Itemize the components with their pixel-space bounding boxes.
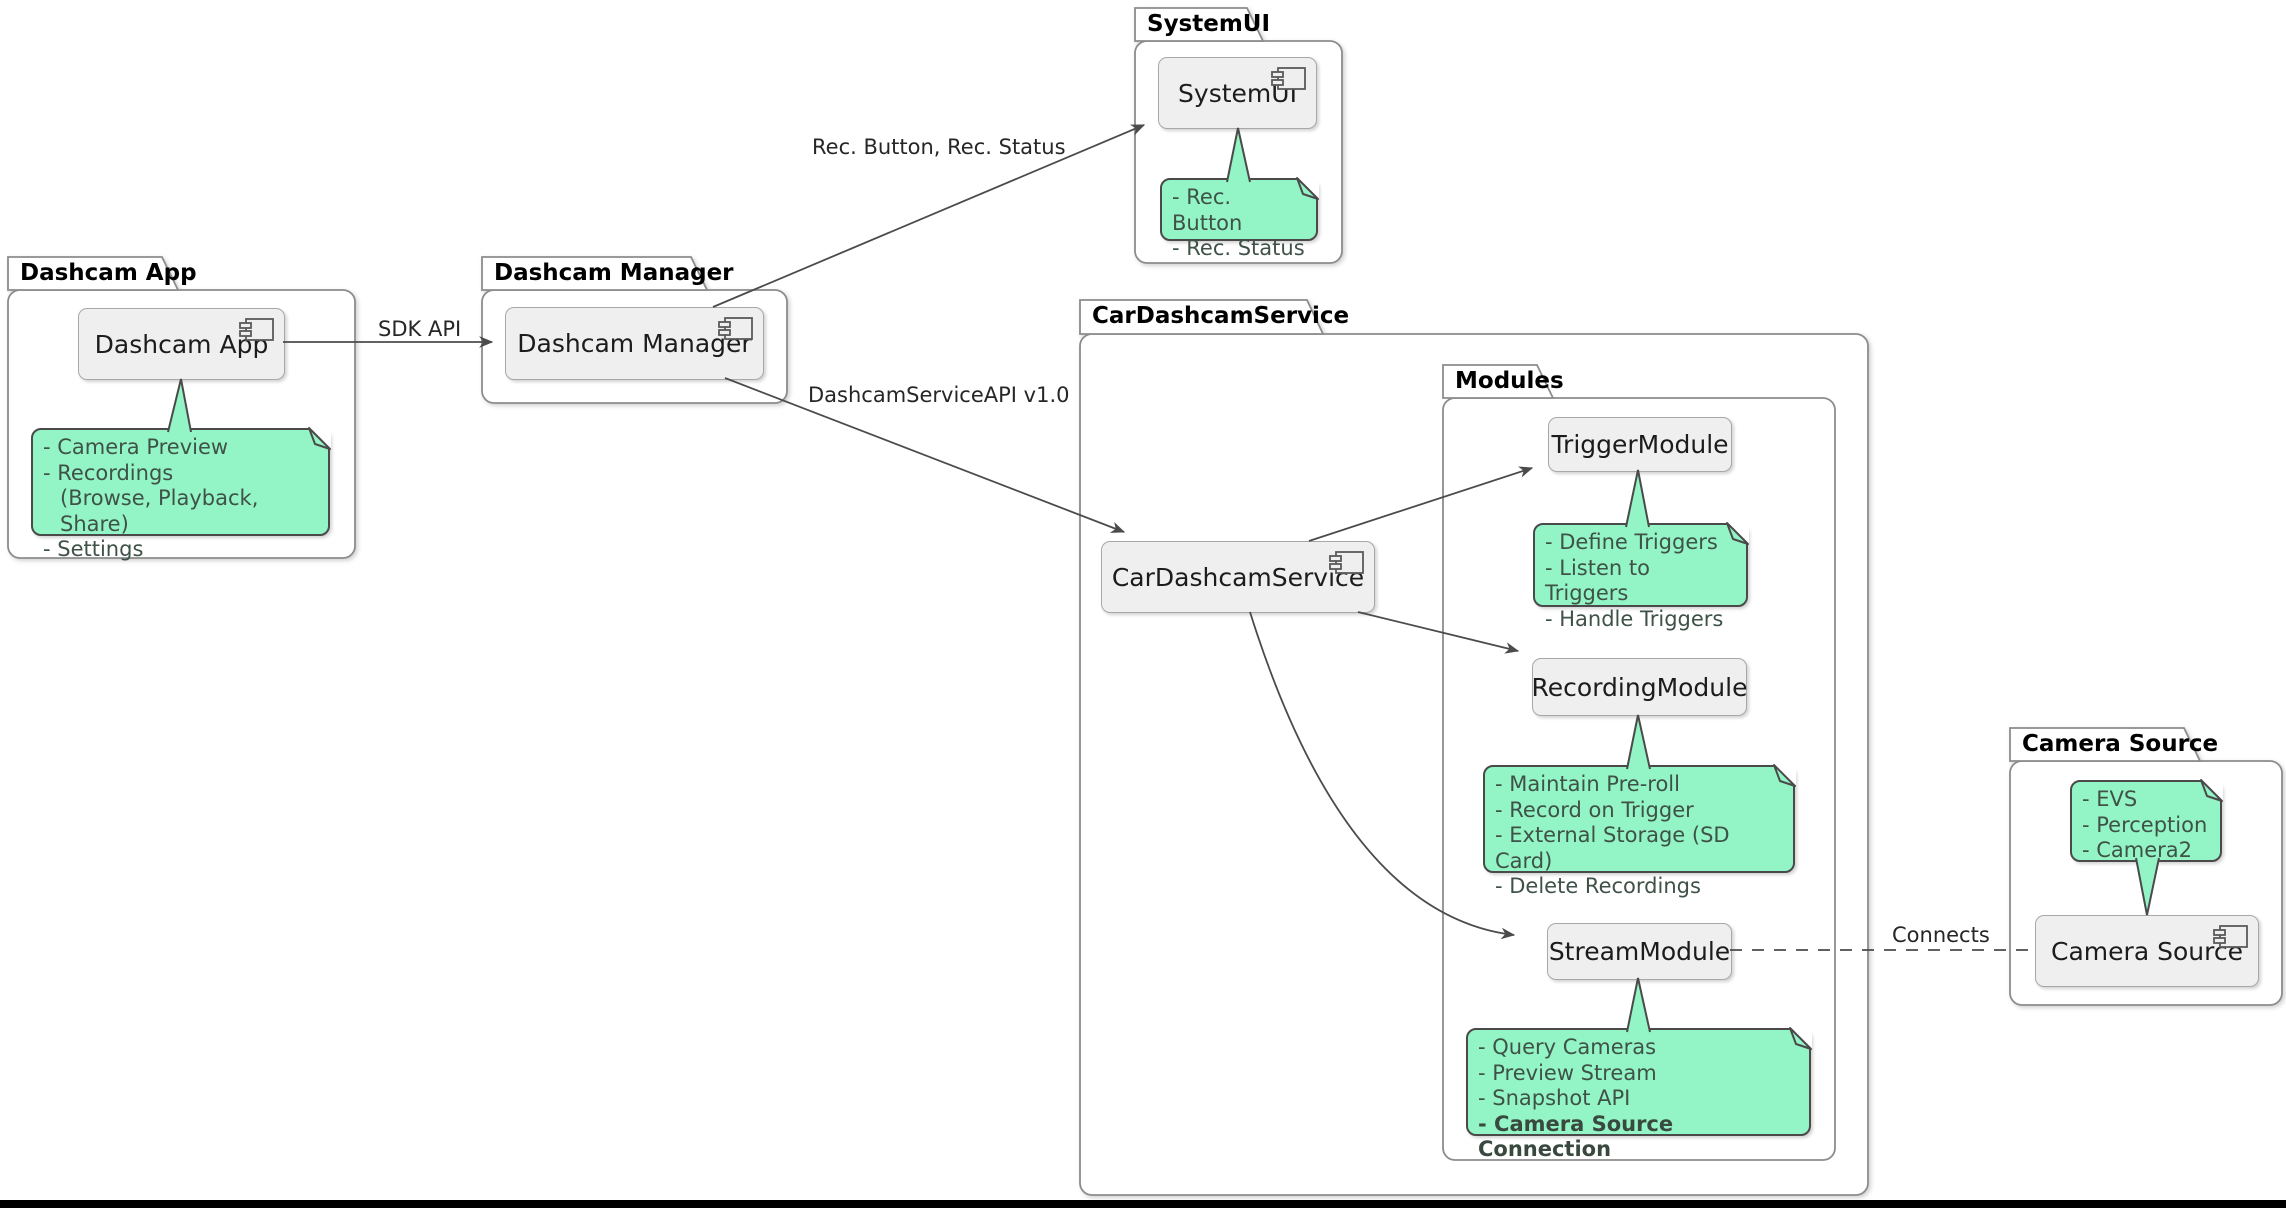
note-line: - Listen to Triggers xyxy=(1545,555,1650,606)
component-label: StreamModule xyxy=(1548,937,1731,966)
note-pointer-recordingmodule xyxy=(1627,715,1650,769)
package-title-camera-source: Camera Source xyxy=(2022,731,2219,757)
note-pointer-dashcam-app xyxy=(168,379,191,432)
note-streammodule: - Query Cameras - Preview Stream - Snaps… xyxy=(1466,1028,1811,1161)
edge-label-connects: Connects xyxy=(1892,923,1990,947)
component-icon xyxy=(1329,551,1364,574)
note-line: - Preview Stream xyxy=(1478,1060,1657,1085)
component-cardashcamservice: CarDashcamService xyxy=(1101,541,1375,613)
note-line: - Perception xyxy=(2082,812,2208,837)
note-line: - Snapshot API xyxy=(1478,1086,1631,1110)
component-dashcam-manager: Dashcam Manager xyxy=(505,307,764,380)
component-recordingmodule: RecordingModule xyxy=(1532,658,1747,716)
component-triggermodule: TriggerModule xyxy=(1548,417,1732,472)
component-icon xyxy=(239,318,274,341)
note-line: - Delete Recordings xyxy=(1495,874,1701,898)
note-pointer-triggermodule xyxy=(1626,470,1649,527)
package-title-cardashcamservice: CarDashcamService xyxy=(1092,303,1350,329)
component-dashcam-app: Dashcam App xyxy=(78,308,285,380)
note-line: - Settings xyxy=(43,537,144,561)
note-pointer-camera-source xyxy=(2136,858,2159,915)
note-line: - Define Triggers xyxy=(1545,530,1718,554)
package-title-systemui: SystemUI xyxy=(1147,11,1271,37)
note-dashcam-app: - Camera Preview - Recordings (Browse, P… xyxy=(31,428,330,561)
note-line: - Maintain Pre-roll xyxy=(1495,772,1680,796)
edge-service-to-recordingmodule xyxy=(1357,611,1520,654)
edge-label-dashcamserviceapi: DashcamServiceAPI v1.0 xyxy=(808,383,1070,407)
note-line: - Handle Triggers xyxy=(1545,606,1724,631)
edge-label-rec-button-status: Rec. Button, Rec. Status xyxy=(812,135,1066,159)
component-camera-source: Camera Source xyxy=(2035,915,2259,987)
note-line: - Query Cameras xyxy=(1478,1035,1657,1059)
note-line: - Camera2 xyxy=(2082,838,2193,862)
note-line: - Camera Source Connection xyxy=(1478,1111,1674,1162)
note-pointer-streammodule xyxy=(1627,978,1650,1032)
note-line: (Browse, Playback, Share) xyxy=(60,486,259,536)
note-systemui: - Rec. Button - Rec. Status xyxy=(1160,178,1318,260)
package-title-dashcam-manager: Dashcam Manager xyxy=(494,260,734,286)
note-line: - Recordings xyxy=(43,460,174,485)
note-camera-source: - EVS - Perception - Camera2 xyxy=(2070,780,2222,862)
component-label: TriggerModule xyxy=(1551,430,1729,459)
edge-service-to-streammodule xyxy=(1249,611,1516,940)
component-icon xyxy=(2213,925,2248,948)
component-systemui: SystemUI xyxy=(1158,57,1317,129)
note-line: - Camera Preview xyxy=(43,435,229,459)
component-label: RecordingModule xyxy=(1531,672,1748,702)
note-recordingmodule: - Maintain Pre-roll - Record on Trigger … xyxy=(1483,765,1795,898)
note-triggermodule: - Define Triggers - Listen to Triggers -… xyxy=(1533,523,1748,631)
note-pointer-systemui xyxy=(1227,128,1250,182)
note-line: - EVS xyxy=(2082,787,2138,811)
component-icon xyxy=(718,317,753,340)
edge-label-sdk-api: SDK API xyxy=(378,317,462,341)
note-line: - Rec. Status xyxy=(1172,236,1305,260)
component-icon xyxy=(1271,67,1306,90)
note-line: - Rec. Button xyxy=(1172,185,1243,235)
bottom-border-bar xyxy=(0,1200,2286,1208)
note-line: - External Storage (SD Card) xyxy=(1495,823,1730,873)
component-streammodule: StreamModule xyxy=(1547,923,1732,980)
edge-service-to-triggermodule xyxy=(1308,466,1534,542)
package-title-modules: Modules xyxy=(1455,368,1564,394)
package-title-dashcam-app: Dashcam App xyxy=(20,260,197,286)
note-line: - Record on Trigger xyxy=(1495,797,1694,822)
